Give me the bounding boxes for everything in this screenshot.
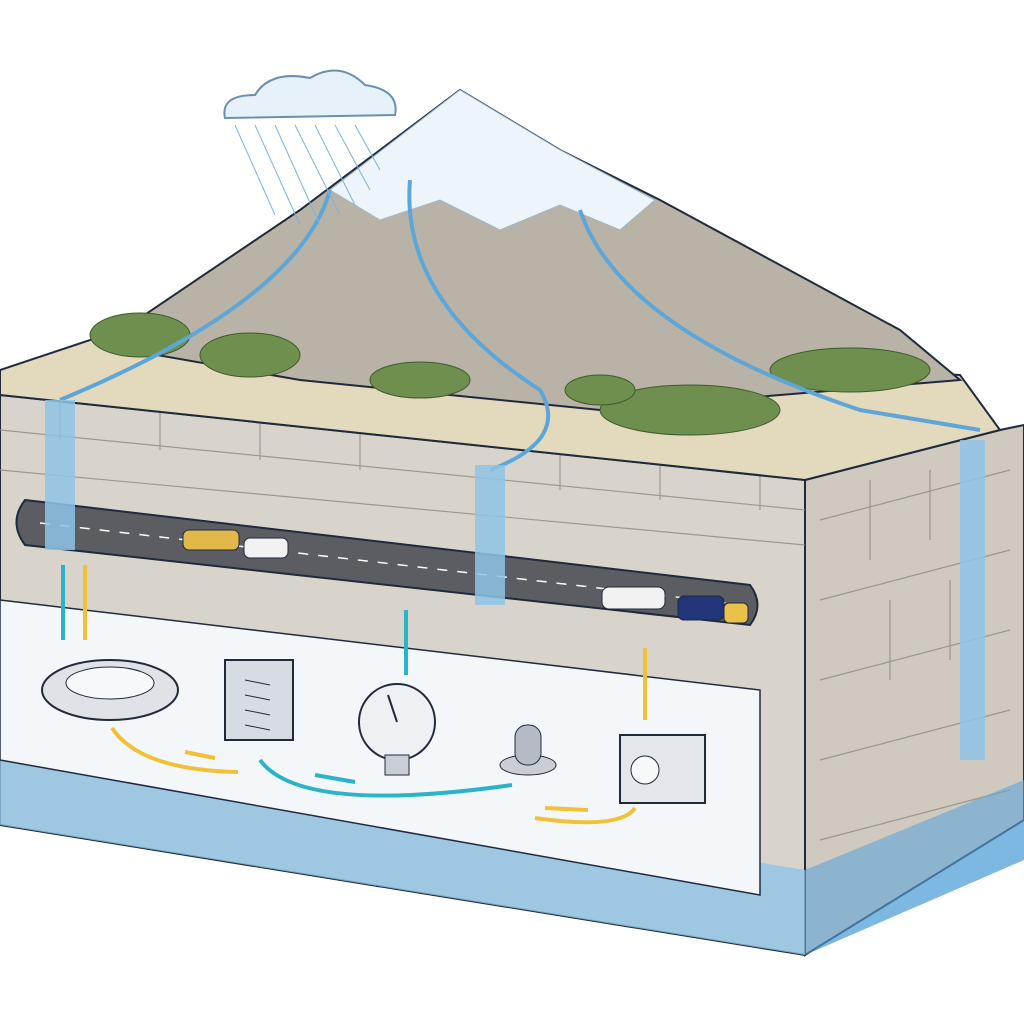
- pressure-gauge: [358, 683, 436, 776]
- white-car: [243, 537, 289, 559]
- waterfall-middle: [475, 465, 505, 605]
- control-box: [619, 734, 706, 804]
- stone-texture: [0, 400, 1011, 841]
- waterfall-left: [45, 400, 75, 550]
- sensor-probe: [499, 724, 557, 776]
- ring-valve: [41, 659, 179, 721]
- spring-regulator: [224, 659, 294, 741]
- yellow-van: [182, 529, 240, 551]
- rain-cloud-icon: [223, 69, 397, 120]
- blue-van: [677, 595, 725, 621]
- water-right: [805, 780, 1024, 955]
- flow-arrows: [61, 565, 647, 825]
- yellow-car: [723, 602, 749, 624]
- mountain: [97, 88, 963, 412]
- rain: [234, 124, 381, 226]
- waterfall-right: [960, 440, 985, 760]
- streams: [59, 179, 981, 472]
- vegetation: [89, 312, 931, 436]
- white-bus: [601, 586, 666, 610]
